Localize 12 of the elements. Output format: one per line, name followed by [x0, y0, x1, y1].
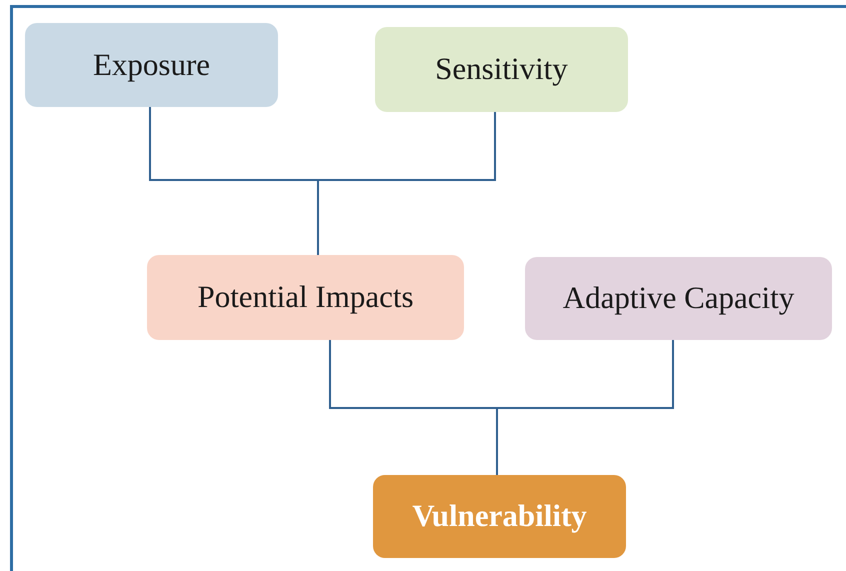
connector-line — [496, 340, 674, 475]
box-label: Exposure — [92, 46, 210, 84]
box-label: Potential Impacts — [197, 278, 414, 316]
rounded-box — [25, 23, 278, 107]
rounded-box — [373, 475, 626, 558]
rounded-box — [525, 257, 832, 340]
rounded-box — [147, 255, 464, 340]
rounded-box — [375, 27, 628, 112]
connector-line — [317, 112, 496, 255]
box-label: Vulnerability — [412, 497, 587, 536]
box-label: Sensitivity — [435, 50, 568, 88]
box-label: Adaptive Capacity — [562, 279, 794, 318]
